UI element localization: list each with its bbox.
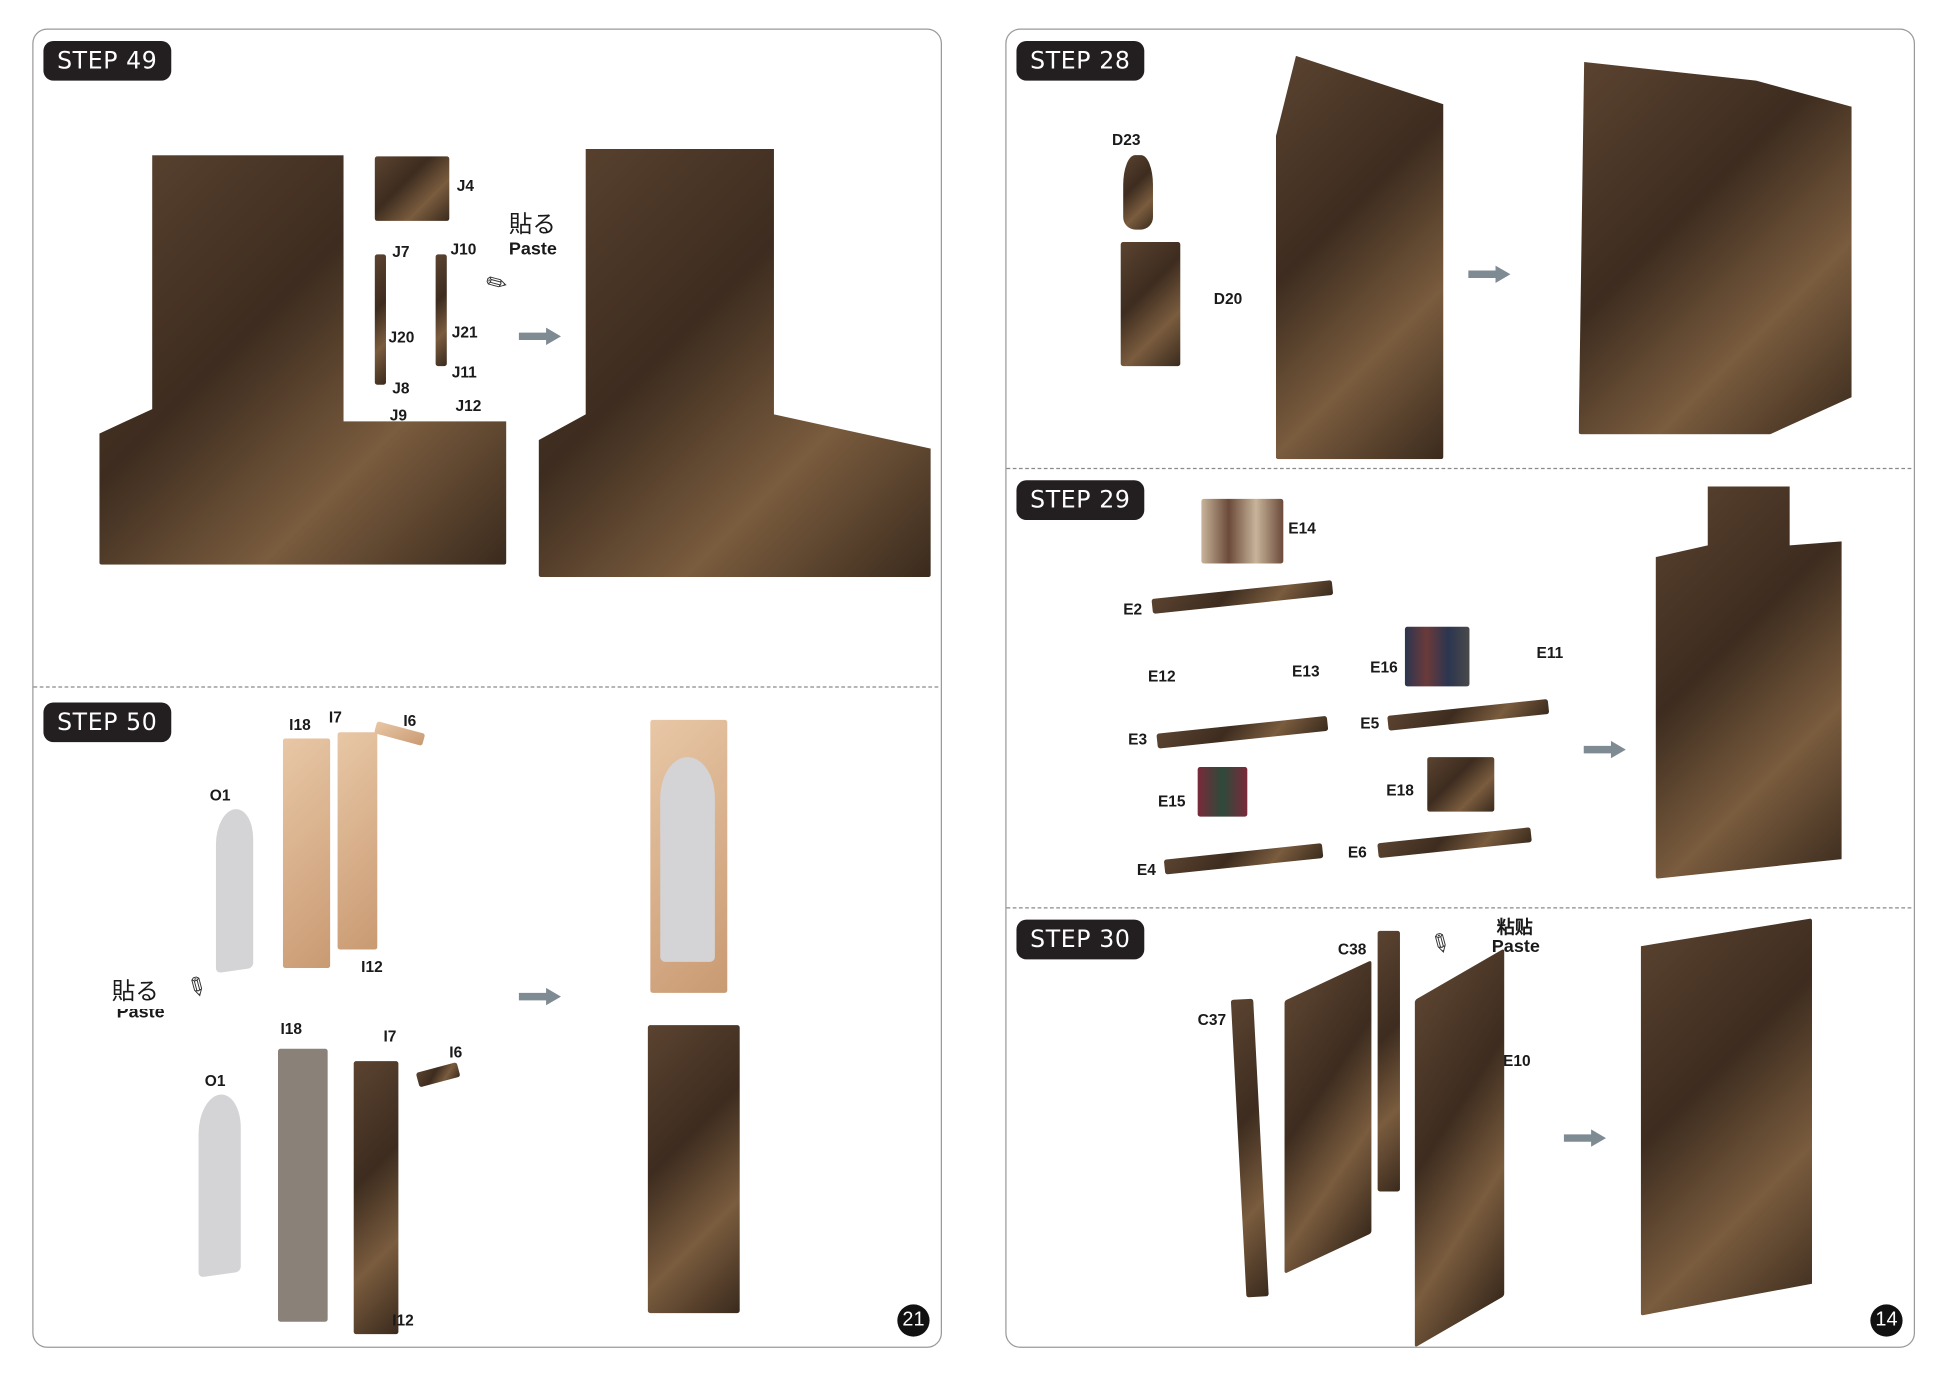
part-j21-image	[435, 254, 447, 367]
page-number: 21	[897, 1304, 930, 1337]
part-label-i6: I6	[403, 712, 417, 730]
step-29-badge: STEP 29	[1016, 480, 1145, 521]
part-label-e15: E15	[1157, 793, 1186, 811]
part-label-e13: E13	[1291, 662, 1320, 681]
step-divider	[1006, 907, 1912, 909]
window-insert	[660, 757, 715, 962]
part-label-e16: E16	[1370, 659, 1398, 677]
part-i18-image	[278, 1048, 328, 1322]
part-label-i18: I18	[289, 716, 311, 734]
step-28-result-room	[1578, 62, 1852, 435]
part-label-i7: I7	[383, 1027, 397, 1046]
step-50-badge: STEP 50	[43, 702, 172, 743]
arrow-right-icon	[1583, 740, 1626, 759]
step-28-badge: STEP 28	[1016, 40, 1145, 81]
part-e15-books	[1197, 766, 1248, 817]
part-label-j10: J10	[450, 240, 477, 259]
step-30-result-bookcase	[1640, 918, 1813, 1316]
part-label-e4: E4	[1136, 861, 1156, 879]
part-j4-image	[374, 156, 450, 221]
part-label-e5: E5	[1360, 714, 1380, 733]
step-30-badge: STEP 30	[1016, 919, 1145, 960]
page-number: 14	[1870, 1304, 1903, 1337]
part-label-e12: E12	[1148, 667, 1176, 686]
part-label-j20: J20	[388, 328, 415, 347]
part-i7-image	[353, 1061, 399, 1335]
glue-label-jp: 貼る	[111, 979, 159, 1006]
part-label-i7: I7	[328, 708, 342, 727]
part-e14-books	[1201, 498, 1284, 564]
part-o1-image	[198, 1091, 241, 1278]
part-label-i6: I6	[449, 1043, 463, 1062]
part-label-e14: E14	[1288, 520, 1316, 538]
part-e10-frame	[1414, 948, 1505, 1348]
part-i18-image	[282, 738, 331, 969]
arrow-right-icon	[1468, 265, 1511, 283]
part-label-e11: E11	[1536, 644, 1564, 662]
glue-label-cn: 粘贴	[1496, 918, 1533, 939]
part-label-o1: O1	[209, 786, 231, 805]
step-28-staircase	[1275, 55, 1444, 460]
part-e18-books	[1427, 757, 1495, 812]
part-o1-image	[215, 806, 254, 974]
step-29-result-shelves	[1655, 486, 1842, 879]
part-label-e3: E3	[1128, 731, 1148, 749]
part-label-e6: E6	[1347, 843, 1367, 862]
part-i7-image	[337, 732, 378, 950]
part-c38-side	[1377, 930, 1400, 1192]
part-label-j9: J9	[389, 407, 407, 425]
part-label-c37: C37	[1197, 1011, 1227, 1029]
part-label-c38: C38	[1337, 940, 1367, 959]
part-shelves	[1284, 960, 1372, 1274]
arrow-right-icon	[518, 987, 561, 1006]
part-label-i12: I12	[392, 1311, 414, 1330]
part-label-e18: E18	[1386, 781, 1414, 800]
step-49-badge: STEP 49	[43, 40, 172, 81]
part-j20-image	[374, 254, 386, 385]
part-label-d20: D20	[1213, 290, 1243, 308]
part-e16-books	[1404, 626, 1470, 687]
part-label-j8: J8	[392, 379, 410, 398]
part-label-i12: I12	[361, 958, 383, 976]
part-label-o1: O1	[204, 1072, 226, 1090]
part-label-j4: J4	[456, 177, 474, 195]
part-label-e10: E10	[1502, 1052, 1531, 1070]
step-divider	[1006, 467, 1912, 470]
part-d23-vase	[1123, 155, 1153, 230]
part-label-i18: I18	[280, 1020, 303, 1038]
part-label-e2: E2	[1123, 600, 1143, 619]
part-label-j7: J7	[392, 243, 410, 261]
step-divider	[33, 686, 939, 688]
part-label-j11: J11	[451, 363, 477, 382]
step-50-bottom-result	[647, 1025, 740, 1314]
arrow-right-icon	[1563, 1129, 1606, 1147]
part-label-d23: D23	[1112, 131, 1141, 149]
part-label-j12: J12	[455, 397, 482, 415]
glue-label-jp: 貼る	[508, 212, 557, 239]
glue-label-paste: Paste	[116, 1002, 165, 1023]
arrow-right-icon	[518, 327, 561, 346]
part-label-j21: J21	[451, 323, 478, 342]
glue-label-paste: Paste	[508, 239, 557, 260]
part-frame-image	[1120, 242, 1181, 367]
